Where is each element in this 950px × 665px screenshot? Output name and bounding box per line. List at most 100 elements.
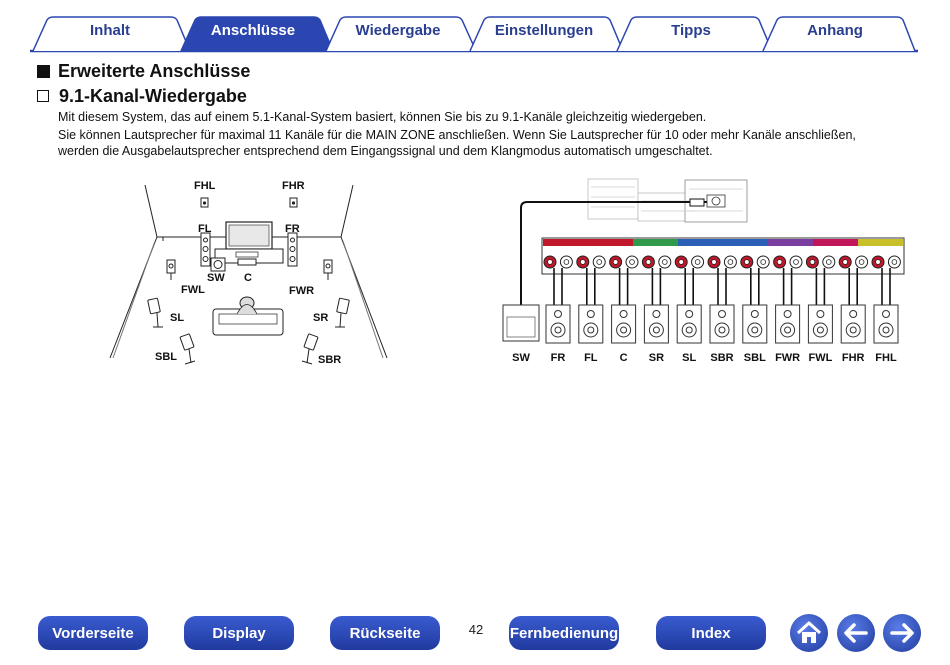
speaker-sl-icon xyxy=(676,268,702,344)
speaker-row xyxy=(545,268,899,344)
speaker-label-sr: SR xyxy=(649,352,664,364)
label-sbr: SBR xyxy=(318,354,341,366)
terminal-header-strip xyxy=(543,239,903,246)
subwoofer-box-icon xyxy=(502,304,540,342)
speaker-fhr-icon xyxy=(289,197,298,208)
fernbedienung-button[interactable]: Fernbedienung xyxy=(509,616,619,659)
terminal-band xyxy=(813,239,858,246)
forward-arrow-icon xyxy=(890,623,914,643)
terminal-band xyxy=(633,239,678,246)
receiver-back-panel xyxy=(587,178,748,223)
back-arrow-icon xyxy=(844,623,868,643)
speaker-terminals xyxy=(543,255,901,269)
terminal-post xyxy=(887,255,901,269)
paragraph-line-2: werden die Ausgabelautsprecher entsprech… xyxy=(58,144,713,158)
tab-anhang[interactable]: Anhang xyxy=(807,22,863,39)
terminal-post xyxy=(871,255,885,269)
label-sbl: SBL xyxy=(155,351,177,363)
room-speaker-layout-diagram: FHL FHR FL FR SW C FWL FWR SL SR SBL SBR xyxy=(109,180,388,366)
speaker-fwr-icon xyxy=(323,259,333,280)
tab-inhalt[interactable]: Inhalt xyxy=(90,22,130,39)
speaker-sr-icon xyxy=(643,268,669,344)
terminal-band xyxy=(543,239,588,246)
label-fwr: FWR xyxy=(289,285,314,297)
speaker-label-fwl: FWL xyxy=(808,352,832,364)
forward-button[interactable] xyxy=(883,614,921,652)
home-button[interactable] xyxy=(790,614,828,652)
terminal-post xyxy=(789,255,803,269)
terminal-post xyxy=(625,255,639,269)
speaker-fl-icon xyxy=(578,268,604,344)
speaker-label-sw: SW xyxy=(512,352,530,364)
page-number: 42 xyxy=(468,622,484,637)
tv-icon xyxy=(214,221,284,264)
speaker-fhr-icon xyxy=(840,268,866,344)
tab-bar: Inhalt Anschlüsse Wiedergabe Einstellung… xyxy=(0,0,950,56)
section-title-text: Erweiterte Anschlüsse xyxy=(58,60,251,81)
label-fl: FL xyxy=(198,223,212,235)
display-button[interactable]: Display xyxy=(184,616,294,659)
label-sl: SL xyxy=(170,312,184,324)
speaker-fl-icon xyxy=(200,232,211,267)
terminal-band xyxy=(588,239,633,246)
terminal-post xyxy=(756,255,770,269)
back-button[interactable] xyxy=(837,614,875,652)
terminal-post xyxy=(658,255,672,269)
terminal-post xyxy=(543,255,557,269)
subsection-title-text: 9.1-Kanal-Wiedergabe xyxy=(59,85,247,106)
speaker-fwl-icon xyxy=(166,259,176,280)
speaker-fwl-icon xyxy=(807,268,833,344)
checkbox-square-icon xyxy=(37,90,49,102)
terminal-band xyxy=(858,239,903,246)
label-c: C xyxy=(244,272,252,284)
terminal-band xyxy=(723,239,768,246)
speaker-label-sl: SL xyxy=(682,352,696,364)
speaker-label-fwr: FWR xyxy=(775,352,800,364)
speaker-sbl-icon xyxy=(742,268,768,344)
speaker-fr-icon xyxy=(287,232,298,267)
speaker-sl-icon xyxy=(147,297,163,328)
speaker-fwr-icon xyxy=(775,268,801,344)
speaker-label-fr: FR xyxy=(551,352,566,364)
terminal-post xyxy=(691,255,705,269)
terminal-post xyxy=(576,255,590,269)
speaker-label-fhl: FHL xyxy=(875,352,897,364)
speaker-fr-icon xyxy=(545,268,571,344)
terminal-post xyxy=(592,255,606,269)
tab-einstellungen[interactable]: Einstellungen xyxy=(494,22,594,39)
terminal-band xyxy=(678,239,723,246)
tab-shapes xyxy=(30,16,918,53)
label-fwl: FWL xyxy=(181,284,205,296)
label-sr: SR xyxy=(313,312,328,324)
terminal-post xyxy=(773,255,787,269)
speaker-fhl-icon xyxy=(873,268,899,344)
terminal-band xyxy=(768,239,813,246)
terminal-post xyxy=(707,255,721,269)
subwoofer-icon xyxy=(210,257,226,272)
terminal-post xyxy=(559,255,573,269)
tab-wiedergabe[interactable]: Wiedergabe xyxy=(355,22,441,39)
label-fhl: FHL xyxy=(194,180,216,192)
speaker-sbl-icon xyxy=(179,333,196,365)
paragraph-line-1: Sie können Lautsprecher für maximal 11 K… xyxy=(58,128,856,142)
index-button[interactable]: Index xyxy=(656,616,766,659)
terminal-post xyxy=(674,255,688,269)
paragraph-intro: Mit diesem System, das auf einem 5.1-Kan… xyxy=(58,110,707,124)
speaker-label-fl: FL xyxy=(584,352,598,364)
speaker-label-sbl: SBL xyxy=(744,352,766,364)
tab-tipps[interactable]: Tipps xyxy=(671,22,711,39)
terminal-post xyxy=(838,255,852,269)
speaker-c-icon xyxy=(611,268,637,344)
terminal-post xyxy=(740,255,754,269)
tab-anschluesse[interactable]: Anschlüsse xyxy=(210,22,296,39)
vorderseite-button[interactable]: Vorderseite xyxy=(38,616,148,659)
speaker-sr-icon xyxy=(335,297,350,328)
rueckseite-button[interactable]: Rückseite xyxy=(330,616,440,659)
speaker-center-icon xyxy=(237,258,257,266)
home-icon xyxy=(796,621,822,643)
subsection-title: 9.1-Kanal-Wiedergabe xyxy=(37,85,247,107)
terminal-post xyxy=(822,255,836,269)
speaker-sbr-icon xyxy=(301,333,319,365)
